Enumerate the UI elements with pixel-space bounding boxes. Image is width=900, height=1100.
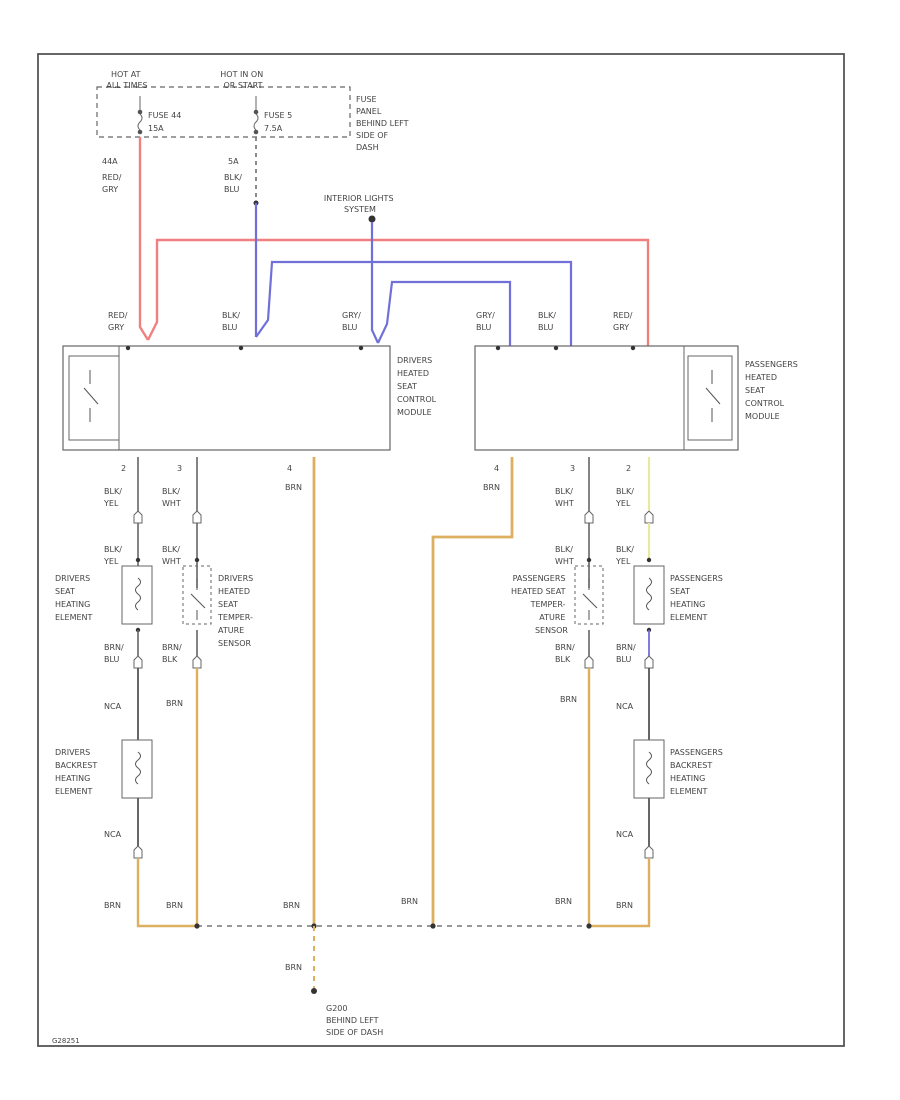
driver-pin-3: 3 [177,464,182,473]
wire-red-gry-passenger [146,238,650,346]
passenger-seat-heating-element [633,565,665,625]
fuse-44-label: FUSE 44 15A [148,111,184,133]
label-brn-passenger-bottom-2: BRN [555,897,572,906]
label-blk-wht-driver-2: BLK/WHT [162,545,181,566]
passenger-control-module [474,345,739,451]
label-brn-driver-bottom-1: BRN [104,901,121,910]
fuse-44-symbol [137,113,143,131]
label-brn-blk-passenger: BRN/BLK [555,643,575,664]
diagram-border [37,53,845,1047]
fuse-5-terminal [253,109,259,115]
fuse-44-terminal [137,109,143,115]
label-brn-driver-bottom-3: BRN [283,901,300,910]
label-brn-driver-sensor: BRN [166,699,183,708]
label-red-gry-passenger: RED/ GRY [613,311,635,332]
fuse-panel-outline [96,86,351,138]
passenger-temp-sensor-label: PASSENGERS HEATED SEAT TEMPER- ATURE SEN… [511,574,568,635]
label-gry-blu-passenger: GRY/ BLU [476,311,497,332]
ground-point [311,988,317,994]
interior-lights-label: INTERIOR LIGHTS SYSTEM [324,194,396,214]
driver-backrest-label: DRIVERS BACKREST HEATING ELEMENT [55,748,100,796]
driver-pin-2: 2 [121,464,126,473]
label-blk-yel-passenger-1: BLK/YEL [615,487,634,508]
passenger-backrest-heating-element [633,739,665,799]
label-nca-passenger-2: NCA [616,830,634,839]
label-nca-passenger-1: NCA [616,702,634,711]
label-blk-blu-driver: BLK/ BLU [222,311,242,332]
passenger-seat-element-label: PASSENGERS SEAT HEATING ELEMENT [670,574,725,622]
label-blk-wht-passenger-2: BLK/WHT [555,545,574,566]
label-blk-yel-driver-2: BLK/YEL [103,545,122,566]
passenger-pin-3: 3 [570,464,575,473]
wire-brn-passenger-ground [589,858,651,928]
hot-at-all-times-label: HOT AT ALL TIMES [106,70,147,90]
interior-lights-connector [368,215,376,223]
label-blk-yel-passenger-2: BLK/YEL [615,545,634,566]
hot-in-on-label: HOT IN ON OR START [220,70,265,90]
passenger-pin-2: 2 [626,464,631,473]
label-red-gry-top: RED/ GRY [102,173,124,194]
label-blk-yel-driver-1: BLK/YEL [103,487,122,508]
label-nca-driver-2: NCA [104,830,122,839]
driver-temp-sensor-label: DRIVERS HEATED SEAT TEMPER- ATURE SENSOR [217,574,256,648]
fuse-44-terminal-bottom [137,129,143,135]
label-brn-passenger-module: BRN [483,483,500,492]
fuse-5-label: FUSE 5 7.5A [264,111,295,133]
wire-gry-blu-driver [370,222,379,344]
fuse-5-symbol [253,113,259,131]
wire-brn-passenger-module [431,457,514,926]
driver-seat-heating-element [121,565,153,625]
label-blk-wht-passenger-1: BLK/WHT [555,487,574,508]
footer-code: G28251 [52,1037,80,1045]
driver-connector-1 [133,510,143,524]
driver-backrest-heating-element [121,739,153,799]
wire-gry-blu-passenger [377,280,512,346]
label-red-gry-driver: RED/ GRY [108,311,130,332]
label-blk-wht-driver-1: BLK/WHT [162,487,181,508]
label-brn-blu-driver: BRN/BLU [104,643,124,664]
passenger-temp-sensor [574,565,604,625]
wire-red-gry-driver [138,137,150,341]
fuse-5-terminal-bottom [253,129,259,135]
label-nca-driver-1: NCA [104,702,122,711]
ground-label: G200 BEHIND LEFT SIDE OF DASH [326,1004,383,1037]
passenger-backrest-label: PASSENGERS BACKREST HEATING ELEMENT [670,748,725,796]
driver-temp-sensor [182,565,212,625]
label-brn-passenger-bottom-3: BRN [616,901,633,910]
passenger-pin-4: 4 [494,464,499,473]
label-brn-blk-driver: BRN/BLK [162,643,182,664]
fuse-panel-label: FUSE PANEL BEHIND LEFT SIDE OF DASH [356,95,411,152]
label-brn-passenger-sensor: BRN [560,695,577,704]
label-5a: 5A [228,157,239,166]
passenger-module-label: PASSENGERS HEATED SEAT CONTROL MODULE [745,360,800,421]
label-brn-blu-passenger: BRN/BLU [616,643,636,664]
label-brn-driver-bottom-2: BRN [166,901,183,910]
label-brn-passenger-bottom-1: BRN [401,897,418,906]
label-blk-blu-top: BLK/ BLU [224,173,244,194]
label-44a: 44A [102,157,118,166]
driver-seat-element-label: DRIVERS SEAT HEATING ELEMENT [55,574,93,622]
driver-control-module [62,345,391,451]
driver-pin-4: 4 [287,464,292,473]
wire-blk-blu-passenger [255,260,573,346]
wire-brn-driver-ground [136,858,197,928]
label-brn-ground: BRN [285,963,302,972]
label-blk-blu-passenger: BLK/ BLU [538,311,558,332]
label-brn-driver-module: BRN [285,483,302,492]
driver-module-label: DRIVERS HEATED SEAT CONTROL MODULE [397,356,439,417]
label-gry-blu-driver: GRY/ BLU [342,311,363,332]
